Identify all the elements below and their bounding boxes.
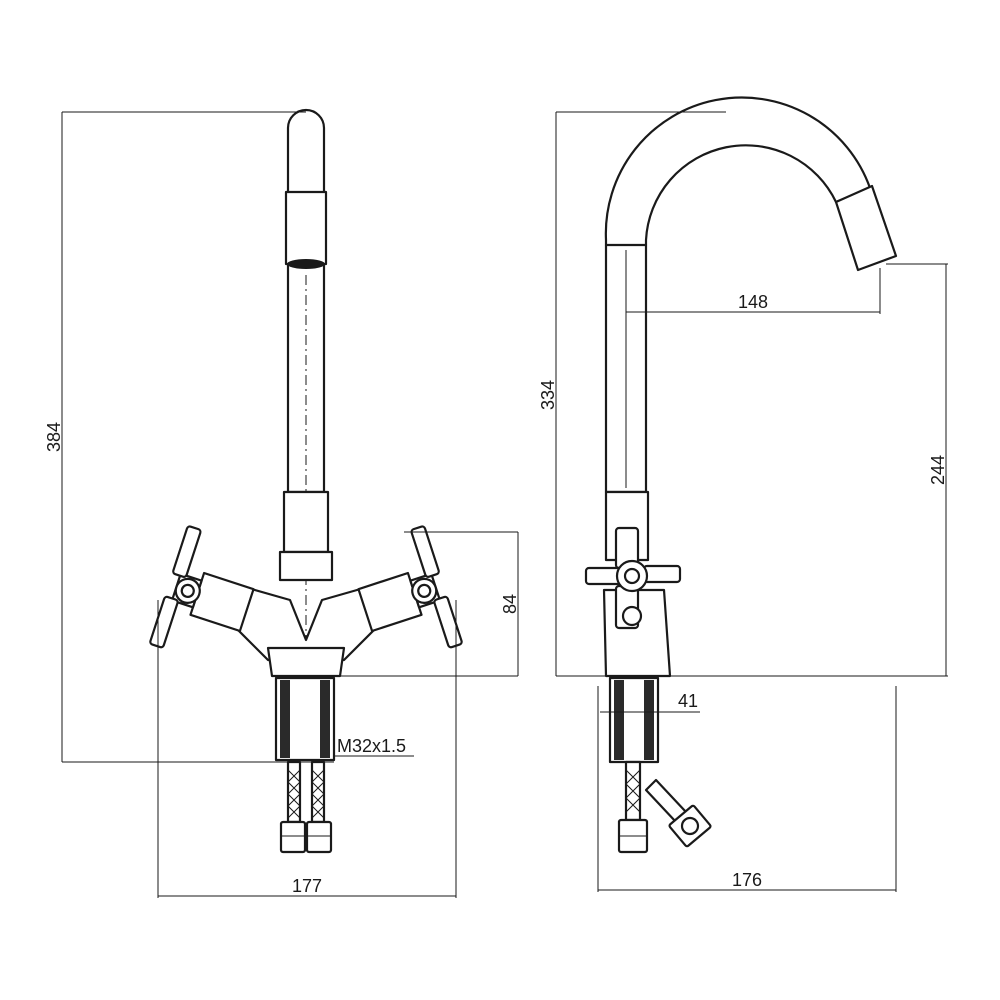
front-collar	[282, 490, 330, 554]
dim-spout-outlet-height: 244	[928, 455, 948, 485]
front-collar-ring	[278, 550, 334, 582]
front-thread-right	[320, 680, 330, 758]
front-nut-right	[305, 820, 333, 854]
side-thread-right	[644, 680, 654, 760]
front-aerator-outlet	[287, 259, 325, 269]
side-nut-angled	[668, 804, 712, 848]
front-body-base	[266, 646, 346, 678]
dim-side-width: 176	[732, 870, 762, 890]
front-hose-braid-right	[311, 769, 325, 819]
side-view	[584, 96, 898, 854]
front-aerator	[284, 190, 328, 266]
dim-base-diameter: 41	[678, 691, 698, 711]
front-left-handle	[149, 525, 255, 649]
side-dimension-lines	[555, 111, 948, 892]
side-thread-left	[614, 680, 624, 760]
front-nut-left	[279, 820, 307, 854]
front-right-handle	[357, 525, 463, 649]
dim-front-handle-height: 84	[500, 594, 520, 614]
dim-side-total-height: 334	[538, 380, 558, 410]
front-thread-left	[280, 680, 290, 758]
side-aerator	[834, 184, 898, 272]
dim-front-width: 177	[292, 876, 322, 896]
side-gooseneck-spout	[604, 96, 872, 494]
dim-thread: M32x1.5	[337, 736, 406, 756]
front-hose-braid-left	[287, 769, 301, 819]
dim-front-total-height: 384	[44, 422, 64, 452]
front-view	[149, 108, 463, 854]
side-cross-handle	[584, 526, 682, 630]
front-dimension-lines	[61, 111, 519, 898]
dim-spout-reach: 148	[738, 292, 768, 312]
